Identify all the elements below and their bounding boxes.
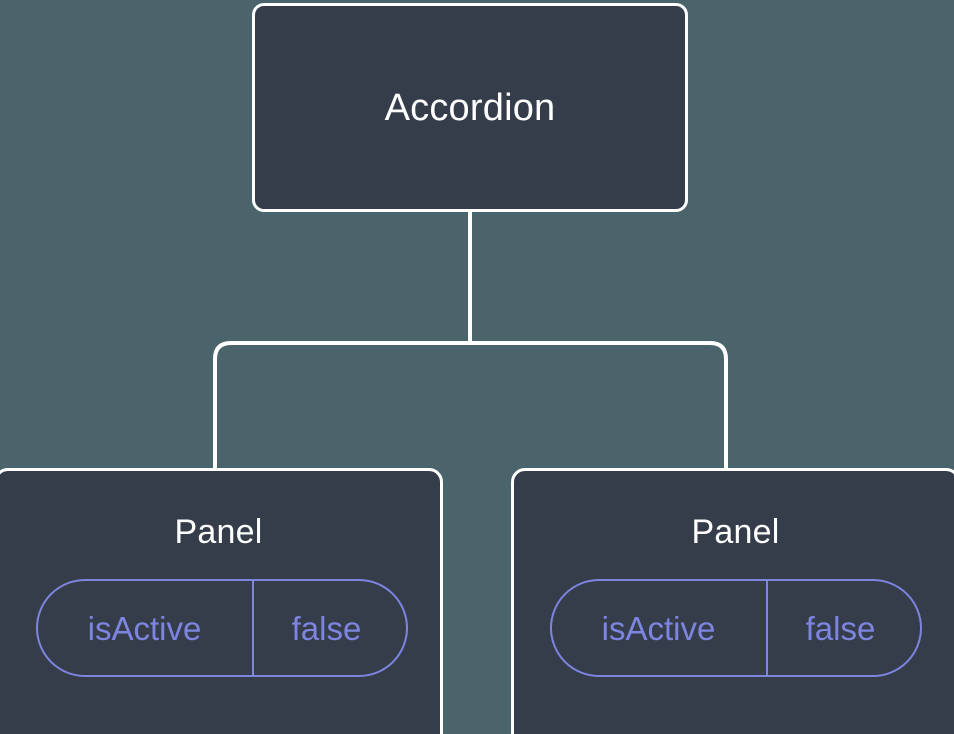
tree-node-panel-1[interactable]: Panel isActive false: [511, 468, 954, 734]
node-title: Panel: [174, 513, 263, 551]
node-title: Panel: [691, 513, 780, 551]
prop-pill-isactive[interactable]: isActive false: [35, 579, 408, 677]
prop-value: false: [805, 609, 876, 647]
tree-node-panel-0[interactable]: Panel isActive false: [0, 468, 443, 734]
tree-node-accordion[interactable]: Accordion: [252, 3, 688, 212]
prop-key: isActive: [552, 581, 768, 675]
node-title: Accordion: [384, 86, 556, 129]
prop-key: isActive: [38, 581, 254, 675]
edge-branch-right: [470, 341, 728, 470]
edge-branch-left: [213, 341, 470, 470]
prop-value: false: [291, 609, 362, 647]
prop-pill-isactive[interactable]: isActive false: [549, 579, 922, 677]
